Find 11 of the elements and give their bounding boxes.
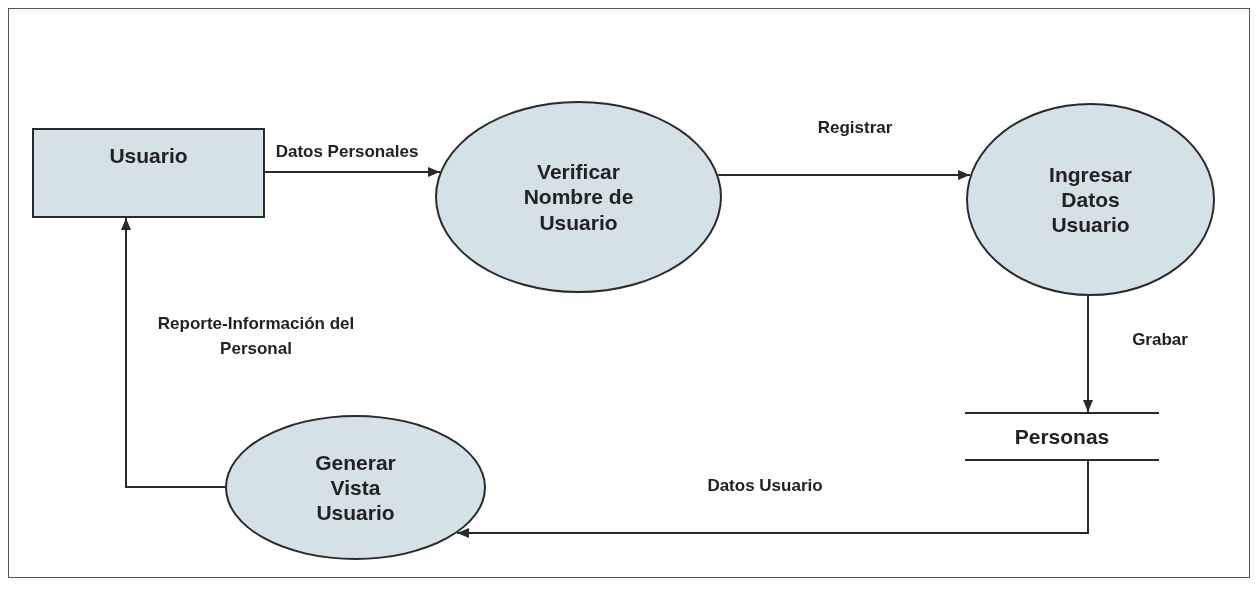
node-label: Generar Vista Usuario xyxy=(314,449,397,526)
node-label: Usuario xyxy=(109,143,188,169)
arrow xyxy=(264,167,441,177)
arrow xyxy=(121,217,226,488)
node-label: Ingresar Datos Usuario xyxy=(1048,161,1133,238)
data-store xyxy=(965,412,1159,461)
node-label: Personas xyxy=(1014,423,1110,450)
arrow xyxy=(1083,295,1093,413)
arrow xyxy=(456,460,1089,538)
node-label: Verificar Nombre de Usuario xyxy=(522,159,635,235)
external-entity-box xyxy=(32,128,265,218)
